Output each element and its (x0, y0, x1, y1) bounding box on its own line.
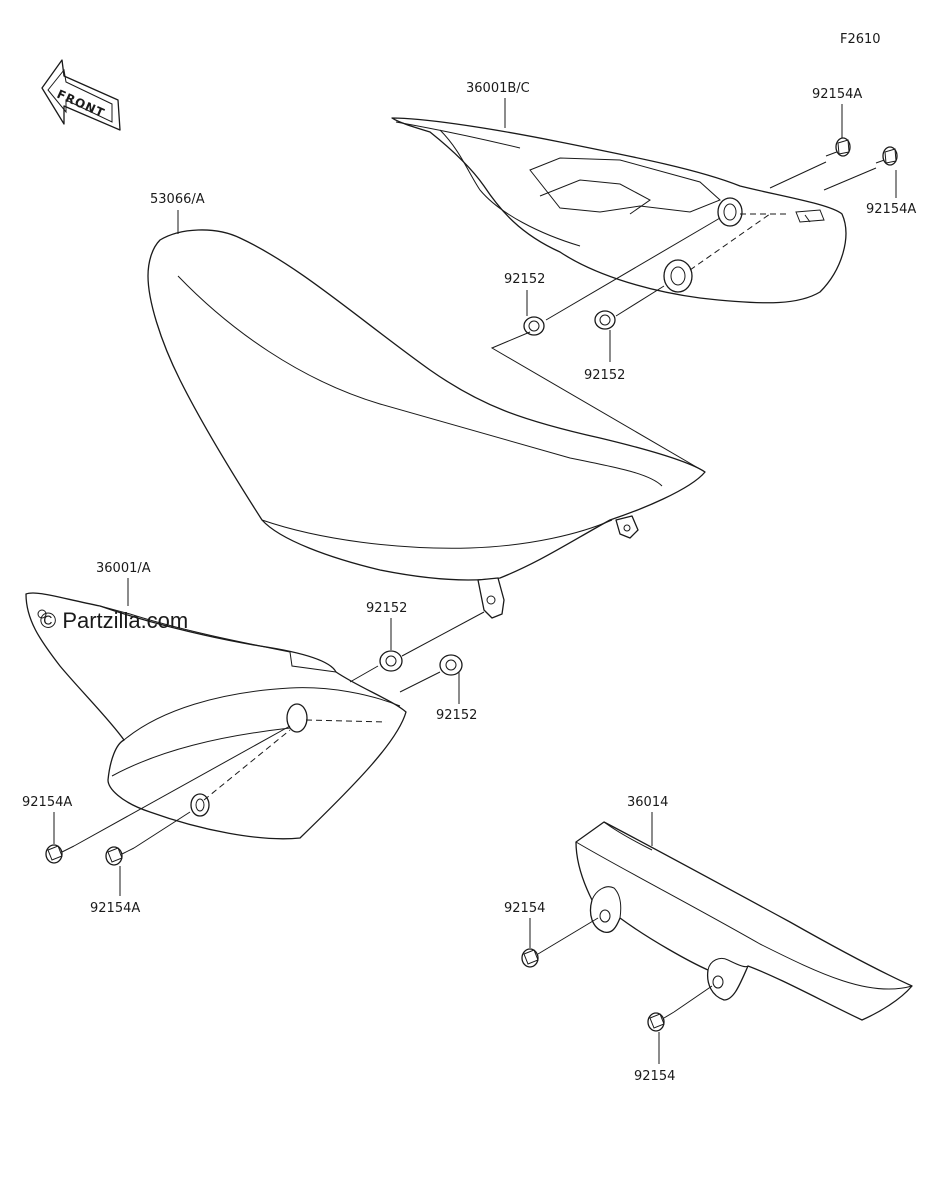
seat-part[interactable] (147, 229, 706, 619)
label-rear-cover: 36001B/C (466, 81, 530, 96)
bolt-chain-top-icon[interactable] (521, 947, 549, 968)
collar-rear-left-icon[interactable] (523, 316, 545, 336)
watermark: © Partzilla.com (40, 608, 188, 633)
rear-cover-part[interactable] (391, 117, 847, 304)
diagram-code: F2610 (840, 32, 881, 47)
collar-side-left-icon[interactable] (379, 650, 403, 672)
label-collar-side-right: 92152 (436, 708, 477, 723)
chain-guard-part[interactable] (575, 821, 913, 1021)
bolt-side-right-icon[interactable] (105, 846, 135, 866)
collar-side-right-icon[interactable] (439, 654, 463, 676)
label-bolt-side-left: 92154A (22, 795, 72, 810)
bolt-side-left-icon[interactable] (45, 844, 75, 864)
front-arrow-icon: FRONT (41, 59, 121, 131)
label-collar-side-left: 92152 (366, 601, 407, 616)
bolt-rear-left-icon[interactable] (825, 137, 851, 157)
label-collar-rear-left: 92152 (504, 272, 545, 287)
side-cover-part[interactable] (25, 592, 407, 840)
label-bolt-rear-right: 92154A (866, 202, 916, 217)
label-chain-guard: 36014 (627, 795, 668, 810)
label-seat: 53066/A (150, 192, 205, 207)
label-bolt-chain-top: 92154 (504, 901, 545, 916)
collar-rear-right-icon[interactable] (594, 310, 616, 330)
label-bolt-chain-bottom: 92154 (634, 1069, 675, 1084)
label-bolt-rear-left: 92154A (812, 87, 862, 102)
bolt-rear-right-icon[interactable] (875, 146, 898, 166)
bolt-chain-bottom-icon[interactable] (647, 1011, 675, 1032)
label-collar-rear-right: 92152 (584, 368, 625, 383)
label-bolt-side-right: 92154A (90, 901, 140, 916)
label-side-cover: 36001/A (96, 561, 151, 576)
